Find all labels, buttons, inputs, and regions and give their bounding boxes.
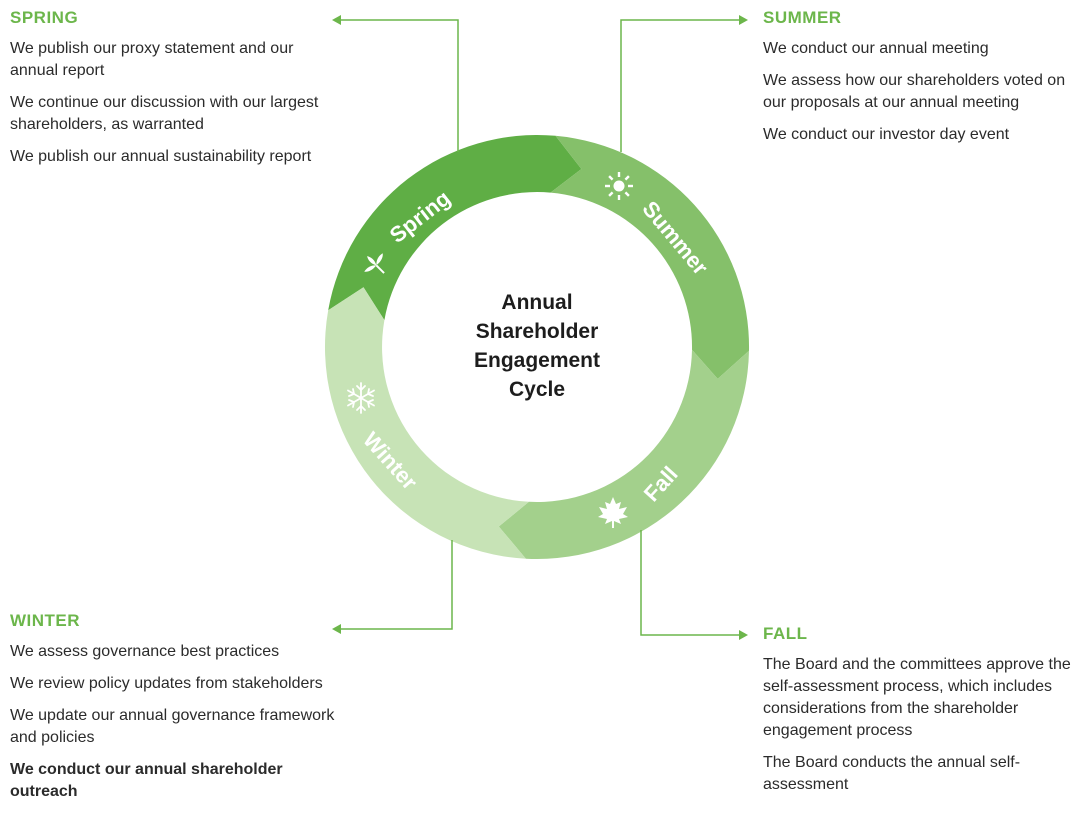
list-item: We publish our proxy statement and our a…	[10, 40, 294, 79]
spring-arrowhead	[332, 15, 341, 25]
list-item: We publish our annual sustainability rep…	[10, 148, 312, 165]
fall-arrowhead	[739, 630, 748, 640]
spring-connector-line	[338, 19, 459, 152]
cycle-center-title: Annual Shareholder Engagement Cycle	[437, 288, 637, 404]
summer-list: We conduct our annual meeting We assess …	[763, 38, 1081, 146]
list-item: We conduct our annual shareholder outrea…	[10, 761, 283, 800]
center-title-line: Annual	[501, 291, 573, 314]
fall-section: FALL The Board and the committees approv…	[763, 624, 1081, 796]
winter-list: We assess governance best practices We r…	[10, 641, 340, 803]
list-item: We review policy updates from stakeholde…	[10, 675, 323, 692]
list-item: The Board conducts the annual self-asses…	[763, 754, 1021, 793]
center-title-line: Shareholder	[475, 320, 599, 343]
maple-leaf-icon	[598, 497, 628, 528]
center-title-line: Engagement	[473, 349, 601, 372]
spring-section: SPRING We publish our proxy statement an…	[10, 8, 340, 168]
winter-connector-line	[338, 540, 453, 630]
list-item: We assess governance best practices	[10, 643, 280, 660]
winter-arrowhead	[332, 624, 341, 634]
summer-arrowhead	[739, 15, 748, 25]
list-item: We assess how our shareholders voted on …	[763, 72, 1066, 111]
fall-heading: FALL	[763, 624, 808, 643]
winter-heading: WINTER	[10, 611, 81, 630]
sun-icon	[605, 172, 633, 200]
leaf-sprout-icon	[364, 253, 385, 274]
list-item: We conduct our annual meeting	[763, 40, 989, 57]
summer-section: SUMMER We conduct our annual meeting We …	[763, 8, 1081, 146]
fall-connector-line	[640, 530, 742, 636]
spring-list: We publish our proxy statement and our a…	[10, 38, 340, 168]
list-item: We conduct our investor day event	[763, 126, 1010, 143]
list-item: We update our annual governance framewor…	[10, 707, 335, 746]
center-title-line: Cycle	[508, 378, 566, 401]
summer-segment	[550, 135, 750, 379]
fall-list: The Board and the committees approve the…	[763, 654, 1081, 796]
spring-heading: SPRING	[10, 8, 79, 27]
fall-segment	[498, 349, 749, 559]
summer-heading: SUMMER	[763, 8, 842, 27]
spring-segment	[328, 134, 582, 321]
connector-arrows	[332, 15, 748, 640]
list-item: We continue our discussion with our larg…	[10, 94, 319, 133]
winter-segment	[324, 287, 529, 559]
summer-connector-line	[620, 19, 742, 152]
cycle-ring	[324, 134, 750, 559]
winter-section: WINTER We assess governance best practic…	[10, 611, 340, 803]
snowflake-icon	[347, 382, 375, 414]
list-item: The Board and the committees approve the…	[763, 656, 1071, 739]
